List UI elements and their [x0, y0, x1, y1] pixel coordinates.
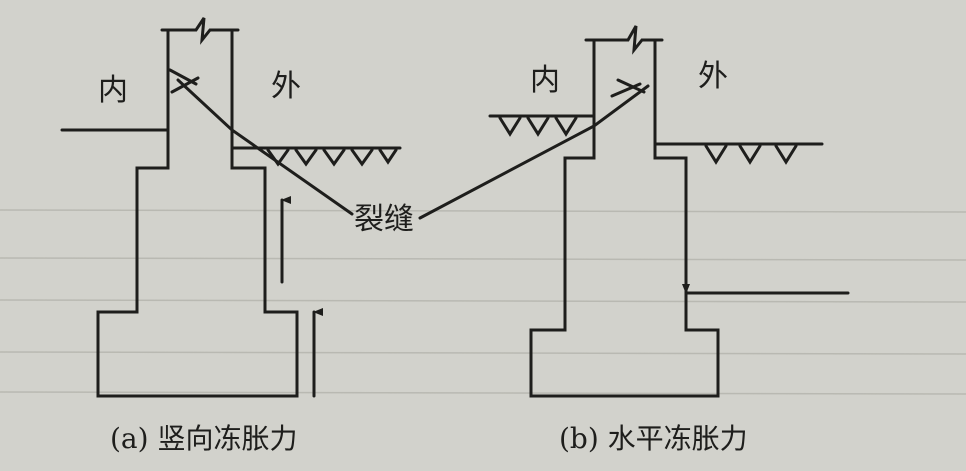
label-outside-b: 外	[698, 59, 728, 94]
wall-break-symbol-b	[584, 25, 664, 55]
label-crack: 裂缝	[354, 202, 414, 237]
soil-hatch-a	[266, 148, 398, 167]
label-inside-b: 内	[530, 63, 560, 98]
crack-mark-b	[610, 78, 646, 98]
soil-hatch-b-inside	[498, 116, 578, 137]
label-inside-a: 内	[98, 73, 128, 108]
caption-a: (a) 竖向冻胀力	[110, 422, 298, 455]
crack-line-b	[418, 84, 650, 220]
background-texture	[0, 209, 966, 395]
soil-hatch-b-outside	[704, 144, 798, 165]
label-outside-a: 外	[271, 69, 301, 104]
caption-b: (b) 水平冻胀力	[559, 422, 748, 455]
foundation-a-outline	[96, 28, 299, 398]
wall-break-symbol-a	[160, 17, 240, 45]
crack-line-a	[176, 78, 354, 216]
foundation-b-outline	[529, 38, 720, 398]
crack-mark-a	[168, 68, 200, 94]
